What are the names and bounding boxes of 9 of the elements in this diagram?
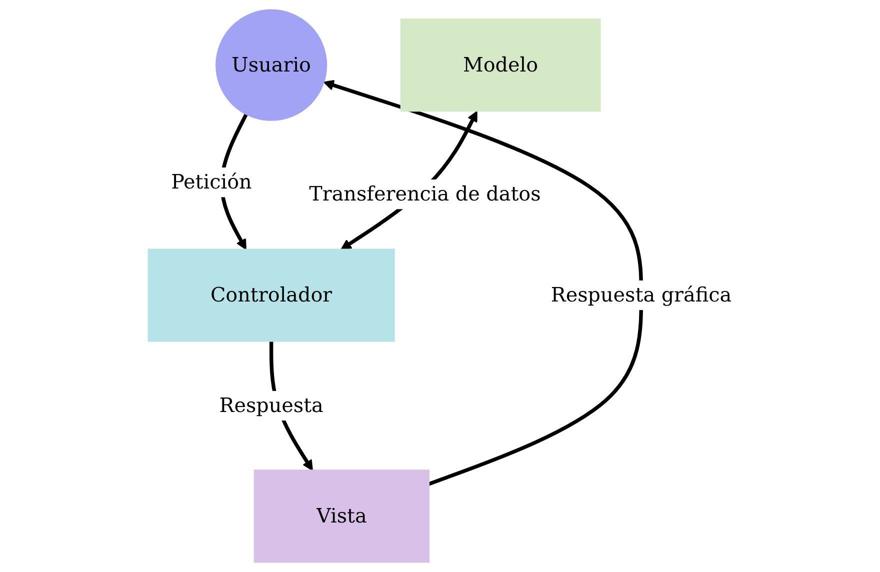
node-box: Controlador	[148, 248, 395, 342]
edge-label: Petición	[171, 170, 252, 194]
edge-label: Respuesta gráfica	[550, 282, 732, 306]
node-circle: Usuario	[216, 9, 328, 121]
edge-label: Transferencia de datos	[309, 182, 541, 206]
node-box: Vista	[254, 470, 430, 563]
node-box: Modelo	[400, 18, 601, 112]
arrow	[323, 80, 644, 486]
edge-label: Respuesta	[219, 393, 324, 417]
